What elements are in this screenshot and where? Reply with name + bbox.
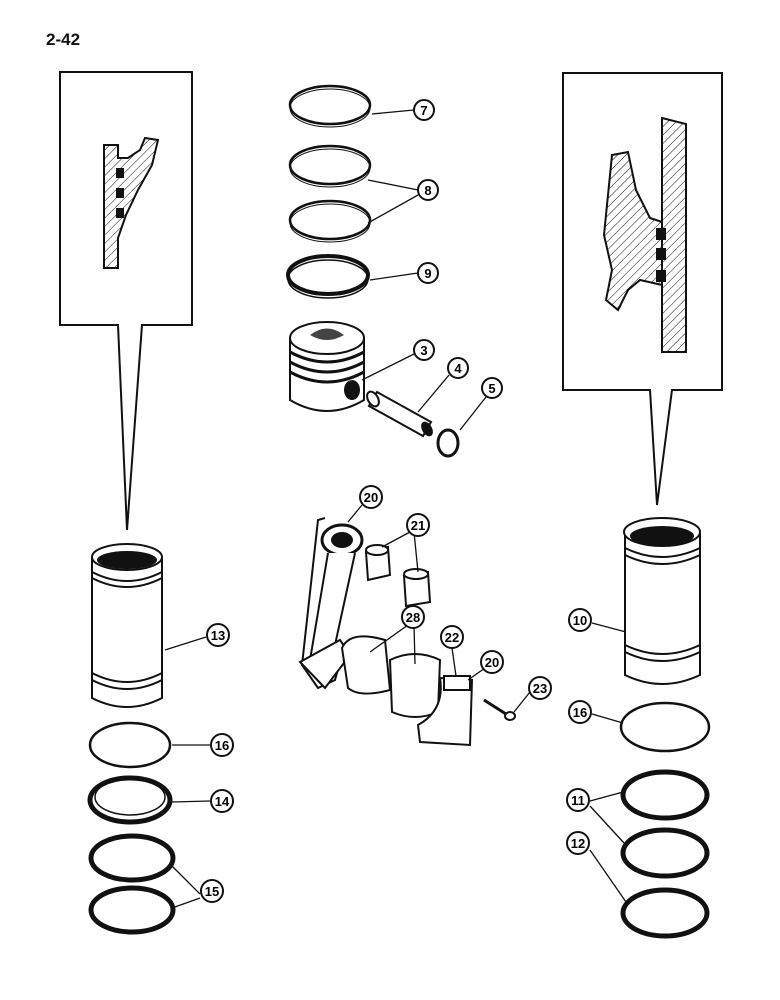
callout-14: 14: [210, 789, 234, 813]
svg-text:15: 15: [205, 884, 219, 899]
svg-text:7: 7: [420, 103, 427, 118]
svg-text:20: 20: [364, 490, 378, 505]
piston-ring-9: [286, 254, 370, 299]
svg-text:13: 13: [211, 628, 225, 643]
callout-28: 28: [401, 605, 425, 629]
svg-text:23: 23: [533, 681, 547, 696]
svg-text:4: 4: [454, 361, 462, 376]
o-ring-15-upper-left: [88, 833, 176, 883]
svg-text:22: 22: [445, 630, 459, 645]
cap-screw-23: [483, 698, 516, 721]
piston-pin-4: [366, 390, 433, 438]
callout-15: 15: [200, 879, 224, 903]
callout-23: 23: [528, 676, 552, 700]
svg-text:8: 8: [424, 183, 431, 198]
right-detail-callout: [562, 72, 723, 506]
left-sleeve-section-detail: [103, 136, 160, 269]
callout-16-right: 16: [568, 700, 592, 724]
svg-text:16: 16: [573, 705, 587, 720]
callout-8: 8: [417, 179, 439, 201]
svg-text:16: 16: [215, 738, 229, 753]
svg-text:10: 10: [573, 613, 587, 628]
page-number: 2-42: [46, 30, 81, 49]
callout-20-rod: 20: [359, 485, 383, 509]
right-sleeve-section-detail: [602, 116, 687, 353]
callout-9: 9: [417, 262, 439, 284]
cylinder-sleeve-13: [91, 543, 163, 708]
callout-16-left: 16: [210, 733, 234, 757]
svg-text:3: 3: [420, 343, 427, 358]
svg-text:11: 11: [571, 793, 585, 808]
o-ring-15-lower-left: [88, 885, 176, 935]
leader-lines: [164, 109, 627, 909]
callout-20-cap: 20: [480, 650, 504, 674]
svg-text:21: 21: [411, 518, 425, 533]
seal-ring-14-left: [87, 775, 173, 825]
piston-ring-7: [288, 84, 372, 128]
callout-4: 4: [447, 357, 469, 379]
svg-text:20: 20: [485, 655, 499, 670]
callout-12: 12: [566, 831, 590, 855]
callout-22: 22: [440, 625, 464, 649]
piston-3: [289, 321, 365, 412]
svg-text:28: 28: [406, 610, 420, 625]
callout-10: 10: [568, 608, 592, 632]
shim-ring-16-left: [88, 721, 172, 769]
snap-ring-5: [436, 428, 460, 458]
svg-text:12: 12: [571, 836, 585, 851]
svg-text:14: 14: [215, 794, 230, 809]
svg-text:9: 9: [424, 266, 431, 281]
left-detail-callout: [59, 71, 193, 531]
callout-11: 11: [566, 788, 590, 812]
o-ring-11-upper-right: [620, 769, 710, 821]
o-ring-12-right: [620, 887, 710, 939]
callout-13: 13: [206, 623, 230, 647]
callout-7: 7: [413, 99, 435, 121]
shim-ring-16-right: [619, 701, 711, 753]
callout-3: 3: [413, 339, 435, 361]
o-ring-11-lower-right: [620, 827, 710, 879]
piston-ring-8-lower: [288, 199, 372, 243]
pin-bushings-21: [364, 544, 432, 608]
cylinder-sleeve-10: [623, 517, 701, 685]
svg-text:5: 5: [488, 381, 495, 396]
piston-ring-8-upper: [288, 144, 372, 188]
rod-cap-20: [416, 675, 474, 747]
rod-bearings-28: [340, 635, 442, 718]
callout-21: 21: [406, 513, 430, 537]
callout-5: 5: [481, 377, 503, 399]
